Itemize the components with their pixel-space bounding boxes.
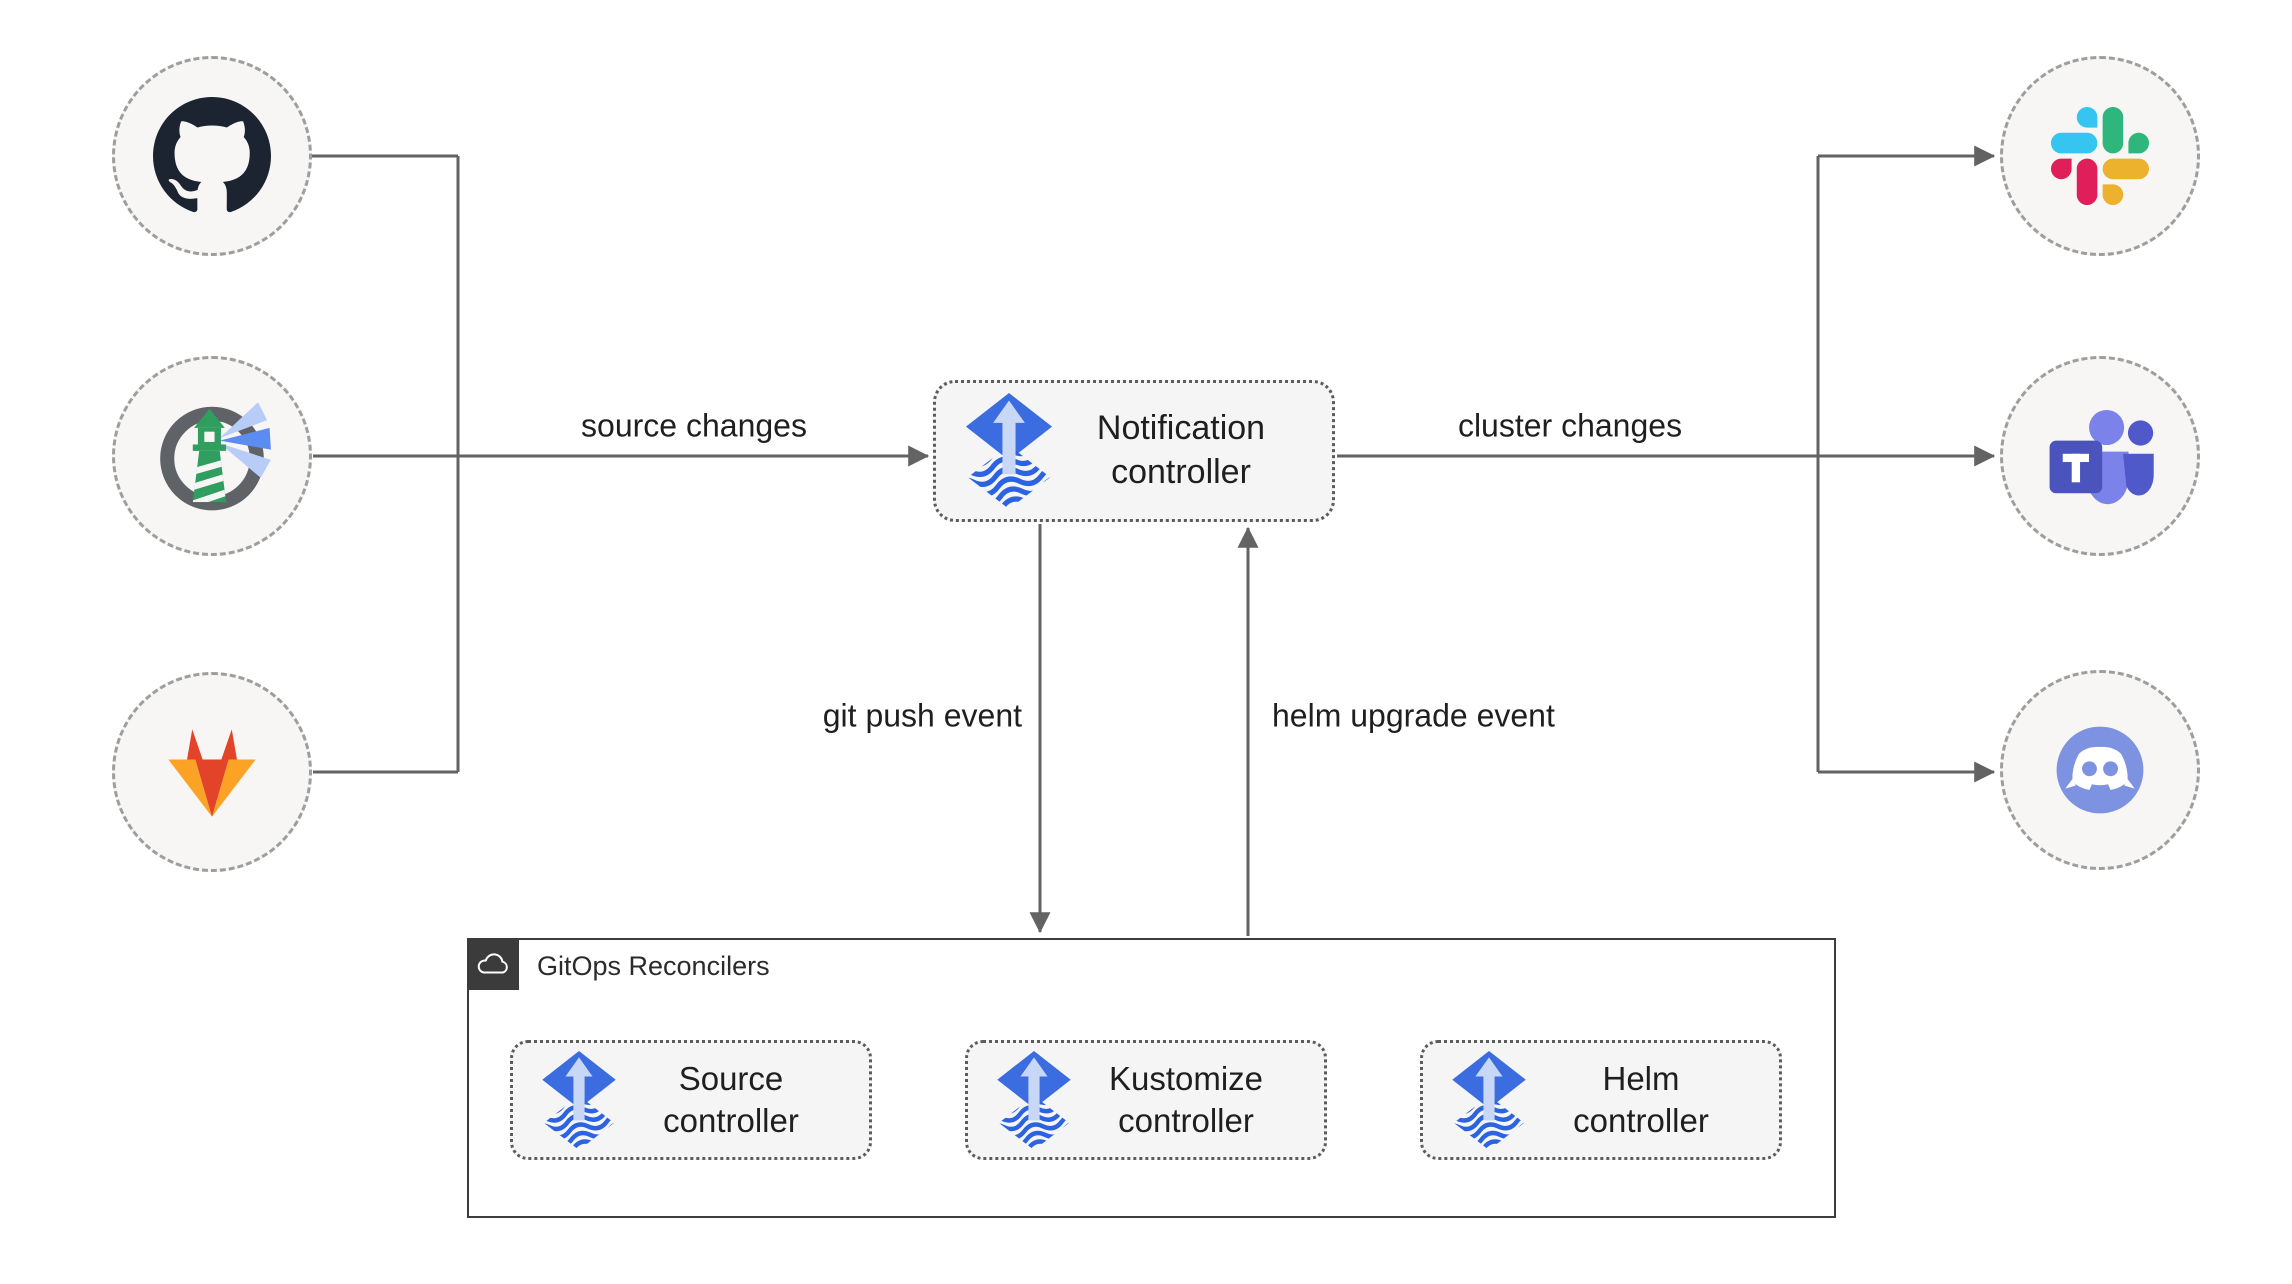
cloud-badge bbox=[467, 938, 519, 990]
edge-left-trunk bbox=[312, 154, 460, 774]
harbor-lighthouse-icon bbox=[160, 402, 271, 511]
edge-label-cluster-changes: cluster changes bbox=[1457, 407, 1683, 444]
edge-label-git-push-event: git push event bbox=[822, 697, 1022, 734]
node-kustomize-controller[interactable]: Kustomize controller bbox=[965, 1040, 1327, 1160]
node-source-controller[interactable]: Source controller bbox=[510, 1040, 872, 1160]
node-harbor[interactable] bbox=[112, 356, 312, 556]
flux-logo-icon bbox=[1449, 1051, 1529, 1150]
node-label: Kustomize controller bbox=[1108, 1059, 1264, 1139]
edge-label-helm-upgrade-event: helm upgrade event bbox=[1272, 697, 1555, 734]
node-discord[interactable] bbox=[2000, 670, 2200, 870]
node-label: Helm controller bbox=[1573, 1059, 1709, 1139]
ms-teams-icon bbox=[2049, 409, 2154, 505]
node-gitlab[interactable] bbox=[112, 672, 312, 872]
gitlab-icon bbox=[168, 729, 256, 817]
slack-icon bbox=[2051, 107, 2149, 205]
node-github[interactable] bbox=[112, 56, 312, 256]
node-label: Notification controller bbox=[1096, 409, 1266, 491]
node-ms-teams[interactable] bbox=[2000, 356, 2200, 556]
cloud-icon bbox=[477, 952, 508, 973]
discord-icon bbox=[2056, 726, 2144, 814]
edge-label-source-changes: source changes bbox=[581, 407, 807, 444]
node-helm-controller[interactable]: Helm controller bbox=[1420, 1040, 1782, 1160]
node-label: Source controller bbox=[663, 1059, 799, 1139]
group-title: GitOps Reconcilers bbox=[537, 951, 770, 981]
flux-logo-icon bbox=[962, 393, 1056, 509]
node-slack[interactable] bbox=[2000, 56, 2200, 256]
github-icon bbox=[153, 97, 271, 213]
node-notification-controller[interactable]: Notification controller bbox=[933, 380, 1335, 522]
flux-logo-icon bbox=[539, 1051, 619, 1150]
flux-logo-icon bbox=[994, 1051, 1074, 1150]
